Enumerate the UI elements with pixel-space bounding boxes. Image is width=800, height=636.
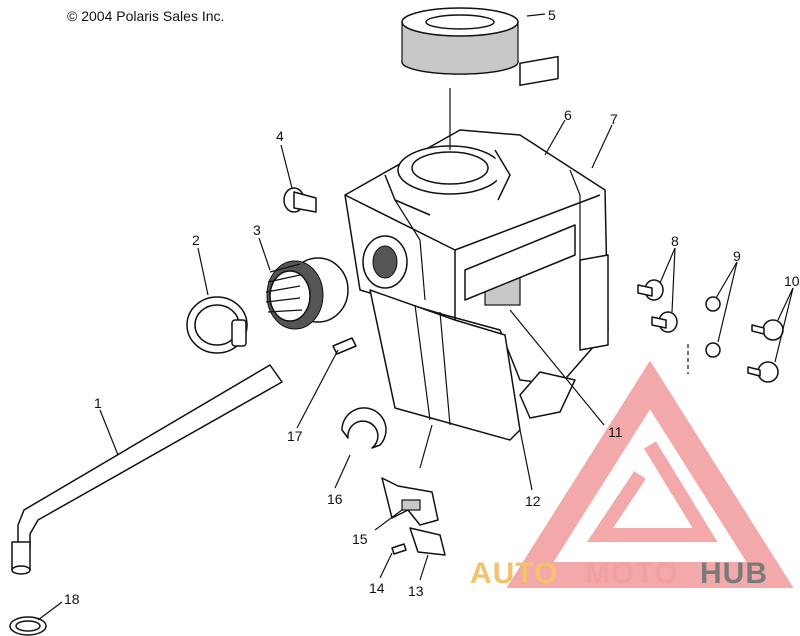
callout-labels: 5 6 7 4 2 3 8 9 10 1 11 17 12 16 15 14 1…: [64, 7, 800, 607]
part-14-pin: [391, 543, 407, 555]
callout-12: 12: [525, 493, 541, 509]
part-18-small-clamp: [9, 616, 47, 636]
callout-17: 17: [287, 428, 303, 444]
callout-7: 7: [610, 111, 618, 127]
callout-10: 10: [784, 273, 800, 289]
watermark-text: AUTO MOTO HUB: [470, 557, 768, 590]
watermark-logo: [506, 360, 794, 588]
callout-6: 6: [564, 107, 572, 123]
part-9-washers: [705, 296, 721, 358]
callout-18: 18: [64, 591, 80, 607]
callout-9: 9: [733, 248, 741, 264]
part-5-filter-element: [401, 7, 519, 75]
part-7-airbox-housing: [344, 55, 609, 386]
callout-3: 3: [253, 222, 261, 238]
callout-11: 11: [608, 424, 623, 440]
callout-13: 13: [408, 583, 424, 599]
callout-16: 16: [327, 491, 343, 507]
callout-1: 1: [94, 395, 102, 411]
part-16-clip: [341, 407, 387, 449]
part-3-intake-boot: [265, 257, 349, 330]
watermark-hub: HUB: [700, 557, 768, 590]
part-17-stud: [332, 337, 357, 355]
watermark-triangle: [506, 360, 794, 588]
watermark-inner-mark: [586, 441, 718, 542]
part-1-drain-tube: [11, 364, 283, 575]
callout-14: 14: [369, 580, 385, 596]
copyright-notice: © 2004 Polaris Sales Inc.: [67, 8, 225, 24]
callout-5: 5: [548, 7, 556, 23]
leader-lines: [37, 13, 794, 621]
watermark-auto: AUTO: [470, 557, 558, 590]
part-2-hose-clamp: [186, 296, 248, 354]
part-10-screws: [747, 319, 784, 383]
callout-2: 2: [192, 232, 200, 248]
part-8-bolts: [637, 279, 678, 333]
callout-8: 8: [671, 233, 679, 249]
part-4-bolt: [283, 187, 317, 213]
callout-15: 15: [352, 531, 368, 547]
callout-4: 4: [276, 128, 284, 144]
watermark-moto: MOTO: [585, 557, 678, 590]
part-13-15-bracket: [381, 477, 446, 556]
